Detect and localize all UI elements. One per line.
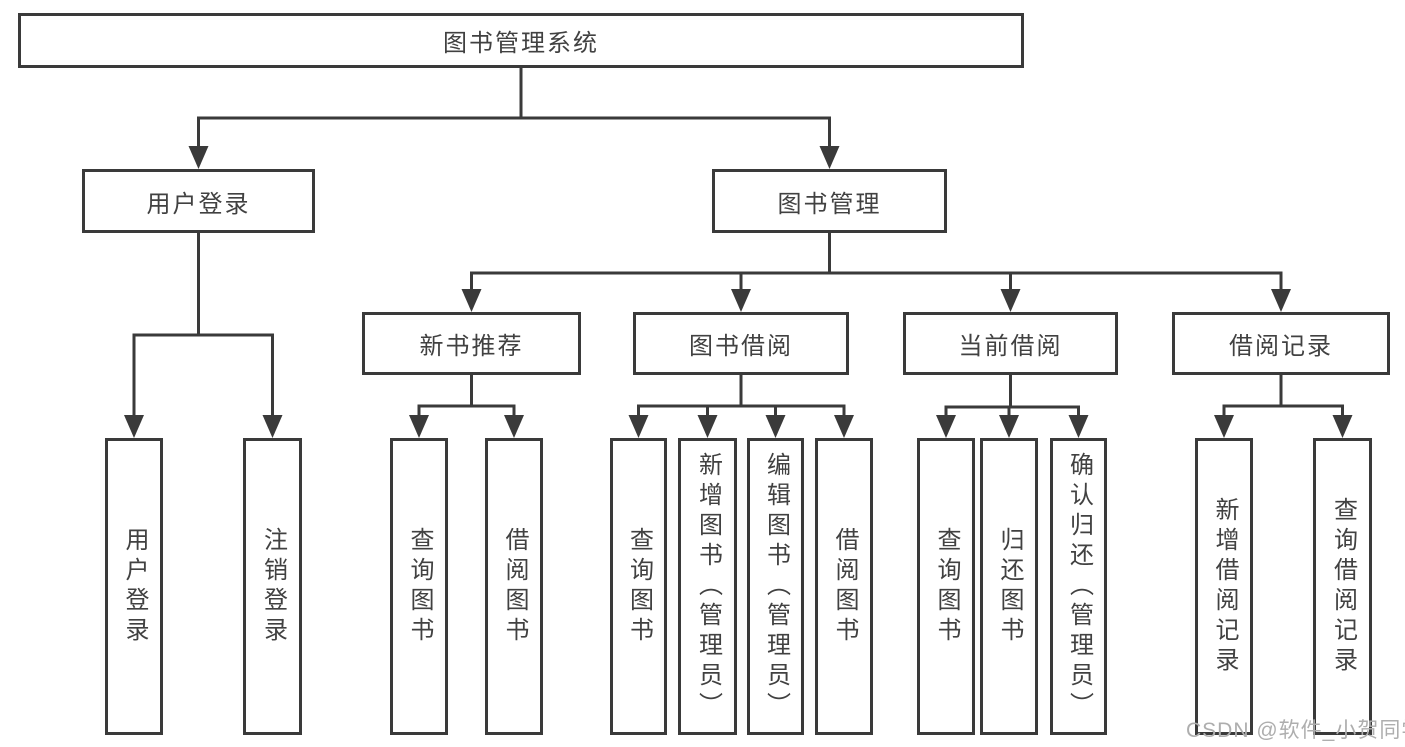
arrowhead-icon (188, 146, 209, 169)
node-label: 编辑图书（管理员） (762, 451, 790, 722)
arrowhead-icon (1332, 415, 1353, 438)
node-book-management: 图书管理 (712, 169, 947, 233)
node-label: 查询图书 (406, 526, 433, 647)
node-borrow-records: 借阅记录 (1172, 312, 1390, 375)
arrowhead-icon (262, 415, 283, 438)
node-label: 借阅记录 (1229, 333, 1333, 360)
node-book-borrow: 图书借阅 (633, 312, 849, 375)
node-label: 注销登录 (259, 526, 287, 647)
node-leaf-confirm-return: 确认归还（管理员） (1050, 438, 1107, 735)
node-label: 查询图书 (933, 526, 960, 647)
node-label: 新书推荐 (419, 333, 524, 360)
node-user-login-group: 用户登录 (82, 169, 315, 233)
node-label: 查询图书 (625, 526, 653, 647)
arrowhead-icon (461, 289, 482, 312)
node-label: 借阅图书 (501, 526, 528, 647)
arrowhead-icon (1214, 415, 1234, 438)
node-root: 图书管理系统 (18, 13, 1024, 68)
node-leaf-user-login: 用户登录 (105, 438, 163, 735)
node-label: 图书管理 (777, 190, 882, 218)
node-leaf-query-record: 查询借阅记录 (1313, 438, 1372, 735)
node-leaf-borrow-book-b: 借阅图书 (815, 438, 873, 735)
node-leaf-borrow-book-a: 借阅图书 (485, 438, 543, 735)
node-label: 确认归还（管理员） (1065, 451, 1093, 722)
arrowhead-icon (504, 415, 524, 438)
node-leaf-return-book: 归还图书 (980, 438, 1038, 735)
node-label: 图书借阅 (689, 333, 793, 360)
arrowhead-icon (936, 415, 956, 438)
node-label: 当前借阅 (958, 333, 1063, 360)
node-label: 借阅图书 (831, 526, 858, 647)
node-label: 用户登录 (121, 526, 148, 647)
watermark: CSDN @软件_小贺同学 (1186, 719, 1405, 742)
arrowhead-icon (124, 415, 144, 438)
node-leaf-query-book-a: 查询图书 (390, 438, 448, 735)
node-new-book-recommend: 新书推荐 (362, 312, 581, 375)
arrowhead-icon (697, 415, 718, 438)
node-label: 查询借阅记录 (1329, 496, 1357, 677)
arrowhead-icon (409, 415, 429, 438)
arrowhead-icon (1271, 289, 1291, 312)
node-label: 图书管理系统 (443, 30, 599, 57)
arrowhead-icon (819, 146, 840, 169)
arrowhead-icon (999, 415, 1019, 438)
arrowhead-icon (1068, 415, 1089, 438)
arrowhead-icon (628, 415, 649, 438)
node-label: 归还图书 (996, 526, 1023, 647)
node-label: 新增图书（管理员） (694, 451, 722, 722)
node-leaf-logout: 注销登录 (243, 438, 302, 735)
arrowhead-icon (765, 415, 786, 438)
arrowhead-icon (834, 415, 854, 438)
node-leaf-add-book: 新增图书（管理员） (678, 438, 737, 735)
node-leaf-query-book-c: 查询图书 (917, 438, 975, 735)
node-leaf-edit-book: 编辑图书（管理员） (747, 438, 804, 735)
node-label: 用户登录 (146, 190, 251, 218)
node-leaf-add-record: 新增借阅记录 (1195, 438, 1253, 735)
node-leaf-query-book-b: 查询图书 (610, 438, 667, 735)
node-label: 新增借阅记录 (1211, 496, 1238, 677)
arrowhead-icon (731, 289, 751, 312)
node-current-borrow: 当前借阅 (903, 312, 1118, 375)
arrowhead-icon (1000, 289, 1021, 312)
